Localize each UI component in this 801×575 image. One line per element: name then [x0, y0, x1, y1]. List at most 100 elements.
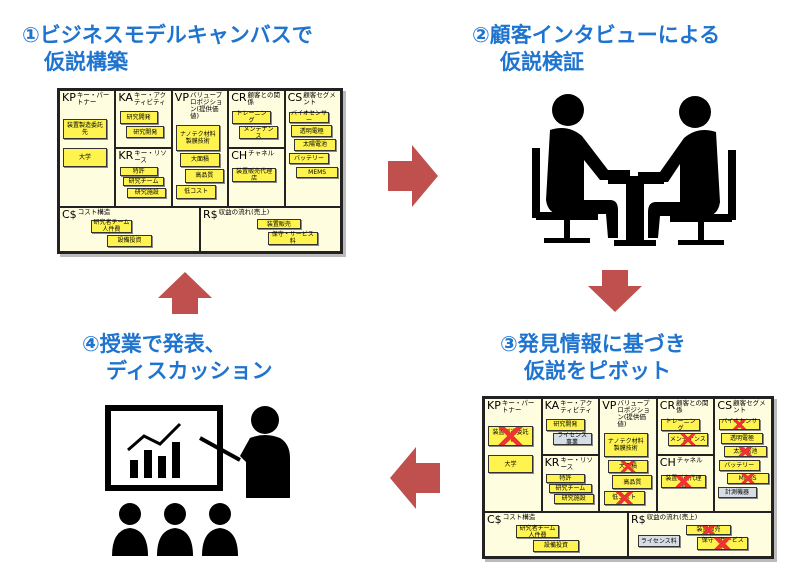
- cell-header: C$コスト構造: [485, 513, 627, 526]
- step2-title: ②顧客インタビューによる仮説検証: [472, 22, 720, 76]
- step3-title: ③発見情報に基づき仮説をピボット: [500, 331, 686, 385]
- initial-cell-rs: R$収益の流れ(売上)装置販売保守・サービス料: [200, 206, 341, 252]
- step4-line1: ④授業で発表、: [82, 332, 226, 356]
- sticky-note: 太陽電池: [294, 139, 336, 151]
- step1-line2: 仮説構築: [44, 50, 128, 74]
- sticky-note: 設備投資: [107, 234, 152, 247]
- step3-line1: ③発見情報に基づき: [500, 332, 686, 356]
- pivoted-cell-rs: R$収益の流れ(売上)装置販売保守・サービス料ライセンス料: [628, 512, 772, 557]
- arrow-down-icon: [588, 270, 642, 312]
- cell-label: キー・リソース: [134, 149, 167, 165]
- cell-code: CR: [659, 399, 676, 412]
- cell-code: CS: [717, 399, 733, 412]
- sticky-note: 研究施設: [553, 493, 594, 504]
- cell-code: KA: [544, 399, 560, 412]
- cell-code: CS: [287, 91, 303, 104]
- sticky-note: 高品質: [612, 475, 653, 489]
- cell-label: コスト構造: [502, 513, 536, 522]
- step3-line2: 仮説をピボット: [524, 359, 671, 383]
- cell-label: キー・アクティビティ: [133, 91, 167, 106]
- sticky-note: 透明電極: [291, 125, 333, 137]
- sticky-note-new: ライセンス料: [637, 534, 681, 548]
- cell-label: キー・パートナー: [76, 91, 110, 106]
- sticky-note-rejected: 装置販売: [685, 524, 732, 535]
- cell-code: C$: [487, 513, 502, 527]
- cell-code: CH: [231, 149, 248, 163]
- sticky-note-new: ライセンス事業: [552, 432, 592, 446]
- arrow-up-icon: [158, 272, 212, 314]
- cell-label: バリュープロポジション(提供価値): [189, 91, 223, 120]
- sticky-note: 研究者チーム人件費: [90, 219, 133, 233]
- cell-label: チャネル: [676, 456, 703, 465]
- cell-label: 収益の流れ(売上): [218, 207, 270, 216]
- cell-label: 顧客セグメント: [733, 399, 766, 414]
- step4-line2: ディスカッション: [106, 359, 273, 383]
- sticky-note-rejected: 装置製造委託先: [488, 425, 533, 447]
- step2-line1: ②顧客インタビューによる: [472, 23, 721, 47]
- sticky-note-rejected: メンテナンス: [667, 433, 708, 447]
- cell-code: KA: [118, 91, 133, 104]
- cell-code: KP: [62, 91, 76, 104]
- interview-meeting-icon: [532, 94, 736, 246]
- cell-label: 顧客との関係: [247, 91, 280, 106]
- cell-code: KP: [487, 399, 501, 412]
- pivoted-cell-cs: C$コスト構造研究者チーム人件費設備投資: [484, 512, 628, 557]
- sticky-note: MEMS: [296, 166, 338, 179]
- cell-label: コスト構造: [77, 207, 111, 216]
- sticky-note: バッテリー: [288, 152, 330, 165]
- sticky-note: 大学: [488, 455, 533, 474]
- cell-header: C$コスト構造: [60, 208, 199, 221]
- sticky-note: 研究開発: [545, 418, 585, 432]
- sticky-note-rejected: 装置販売代理店: [661, 475, 706, 489]
- sticky-note-rejected: バイオセンサー: [718, 418, 760, 432]
- cell-label: キー・アクティビティ: [560, 399, 593, 414]
- sticky-note: 研究施設: [127, 187, 167, 198]
- sticky-note: 低コスト: [176, 184, 217, 199]
- sticky-note-rejected: 低コスト: [603, 491, 645, 505]
- sticky-note: 研究開発: [126, 125, 165, 139]
- cell-label: 収益の流れ(売上): [646, 513, 698, 522]
- sticky-note: 装置販売代理店: [232, 168, 276, 182]
- sticky-note-new: 計測機器: [717, 486, 757, 498]
- sticky-note: 高品質: [184, 168, 224, 183]
- cell-code: VP: [174, 91, 189, 104]
- cell-code: VP: [602, 399, 617, 412]
- cell-label: バリュープロポジション(提供価値): [617, 399, 650, 428]
- cell-label: チャネル: [248, 149, 275, 158]
- sticky-note: 保守・サービス料: [267, 231, 318, 245]
- cell-label: 顧客との関係: [676, 399, 709, 414]
- presentation-icon: [105, 405, 290, 556]
- sticky-note: 特許: [119, 167, 158, 177]
- sticky-note: 設備投資: [533, 539, 579, 552]
- cell-code: C$: [62, 207, 77, 221]
- step1-title: ①ビジネスモデルキャンバスで仮説構築: [22, 22, 313, 76]
- sticky-note: ナノテク材料製膜技術: [176, 125, 220, 151]
- cell-label: キー・パートナー: [501, 399, 535, 414]
- sticky-note: 研究開発: [119, 111, 158, 124]
